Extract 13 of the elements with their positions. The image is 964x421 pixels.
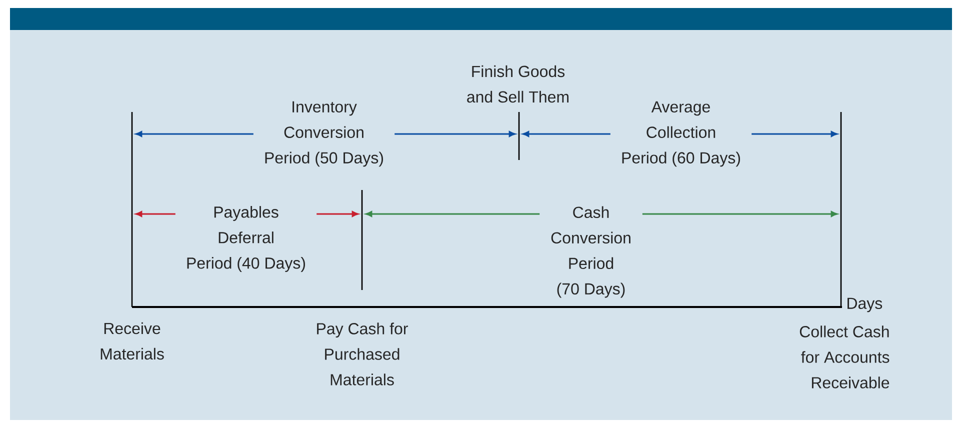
timeline-tick (518, 111, 520, 161)
tick-label: Collect Cash for Accounts Receivable (800, 326, 890, 388)
tick-label: Receive Materials (100, 322, 164, 360)
edge-label: Payables Deferral Period (40 Days) (175, 206, 317, 272)
edge-label: Cash Conversion Period (70 Days) (540, 206, 642, 298)
timeline-tick (361, 189, 363, 291)
axis-label: Days (848, 298, 882, 312)
timeline-tick (131, 111, 133, 308)
tick-label: Pay Cash for Purchased Materials (317, 322, 408, 386)
edge-label: Average Collection Period (60 Days) (610, 101, 752, 167)
edge-label: Inventory Conversion Period (50 Days) (253, 101, 395, 167)
tick-label: Finish Goods and Sell Them (467, 65, 568, 103)
timeline-tick (840, 111, 842, 308)
